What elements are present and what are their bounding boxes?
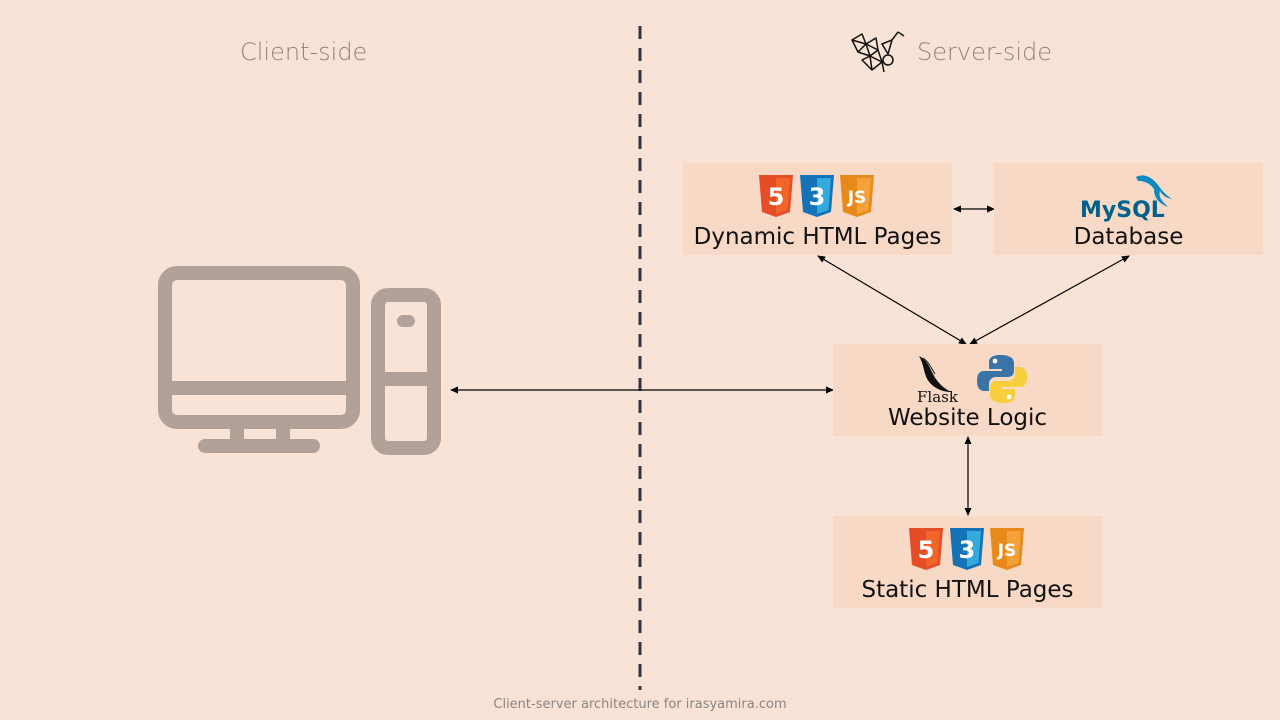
database-label: Database [1073, 224, 1184, 250]
js-badge-text: JS [847, 188, 867, 208]
css3-badge-text: 3 [809, 183, 826, 211]
css3-icon: 3 [800, 175, 834, 217]
arrow-database-logic [969, 255, 1130, 345]
flask-logo-text: Flask [917, 388, 959, 404]
css3-badge-text: 3 [959, 536, 976, 564]
dynamic-html-pages-box: 5 3 JS Dynamic HTML Pages [683, 163, 952, 255]
js-badge-text: JS [997, 541, 1017, 561]
static-html-pages-label: Static HTML Pages [861, 577, 1074, 603]
js-icon: JS [990, 528, 1024, 570]
website-logic-box: Flask Website Logic [833, 344, 1102, 436]
arrow-dynamic-logic [817, 255, 967, 345]
client-side-heading: Client-side [240, 38, 368, 66]
server-side-heading: Server-side [917, 38, 1052, 66]
desktop-computer-icon [158, 266, 441, 455]
html5-icon: 5 [909, 528, 943, 570]
html5-badge-text: 5 [918, 536, 935, 564]
geometric-logo-icon [851, 31, 905, 73]
html5-badge-text: 5 [768, 183, 785, 211]
python-logo [977, 355, 1027, 403]
static-html-pages-box: 5 3 JS Static HTML Pages [833, 516, 1102, 608]
database-box: MySQL Database [994, 163, 1263, 255]
html5-icon: 5 [759, 175, 793, 217]
dynamic-html-pages-label: Dynamic HTML Pages [693, 224, 942, 250]
js-icon: JS [840, 175, 874, 217]
footer-caption: Client-server architecture for irasyamir… [493, 697, 787, 712]
mysql-logo-text: MySQL [1080, 198, 1165, 223]
website-logic-label: Website Logic [887, 405, 1048, 431]
flask-logo: Flask [917, 356, 959, 404]
css3-icon: 3 [950, 528, 984, 570]
mysql-logo: MySQL [1080, 175, 1172, 223]
